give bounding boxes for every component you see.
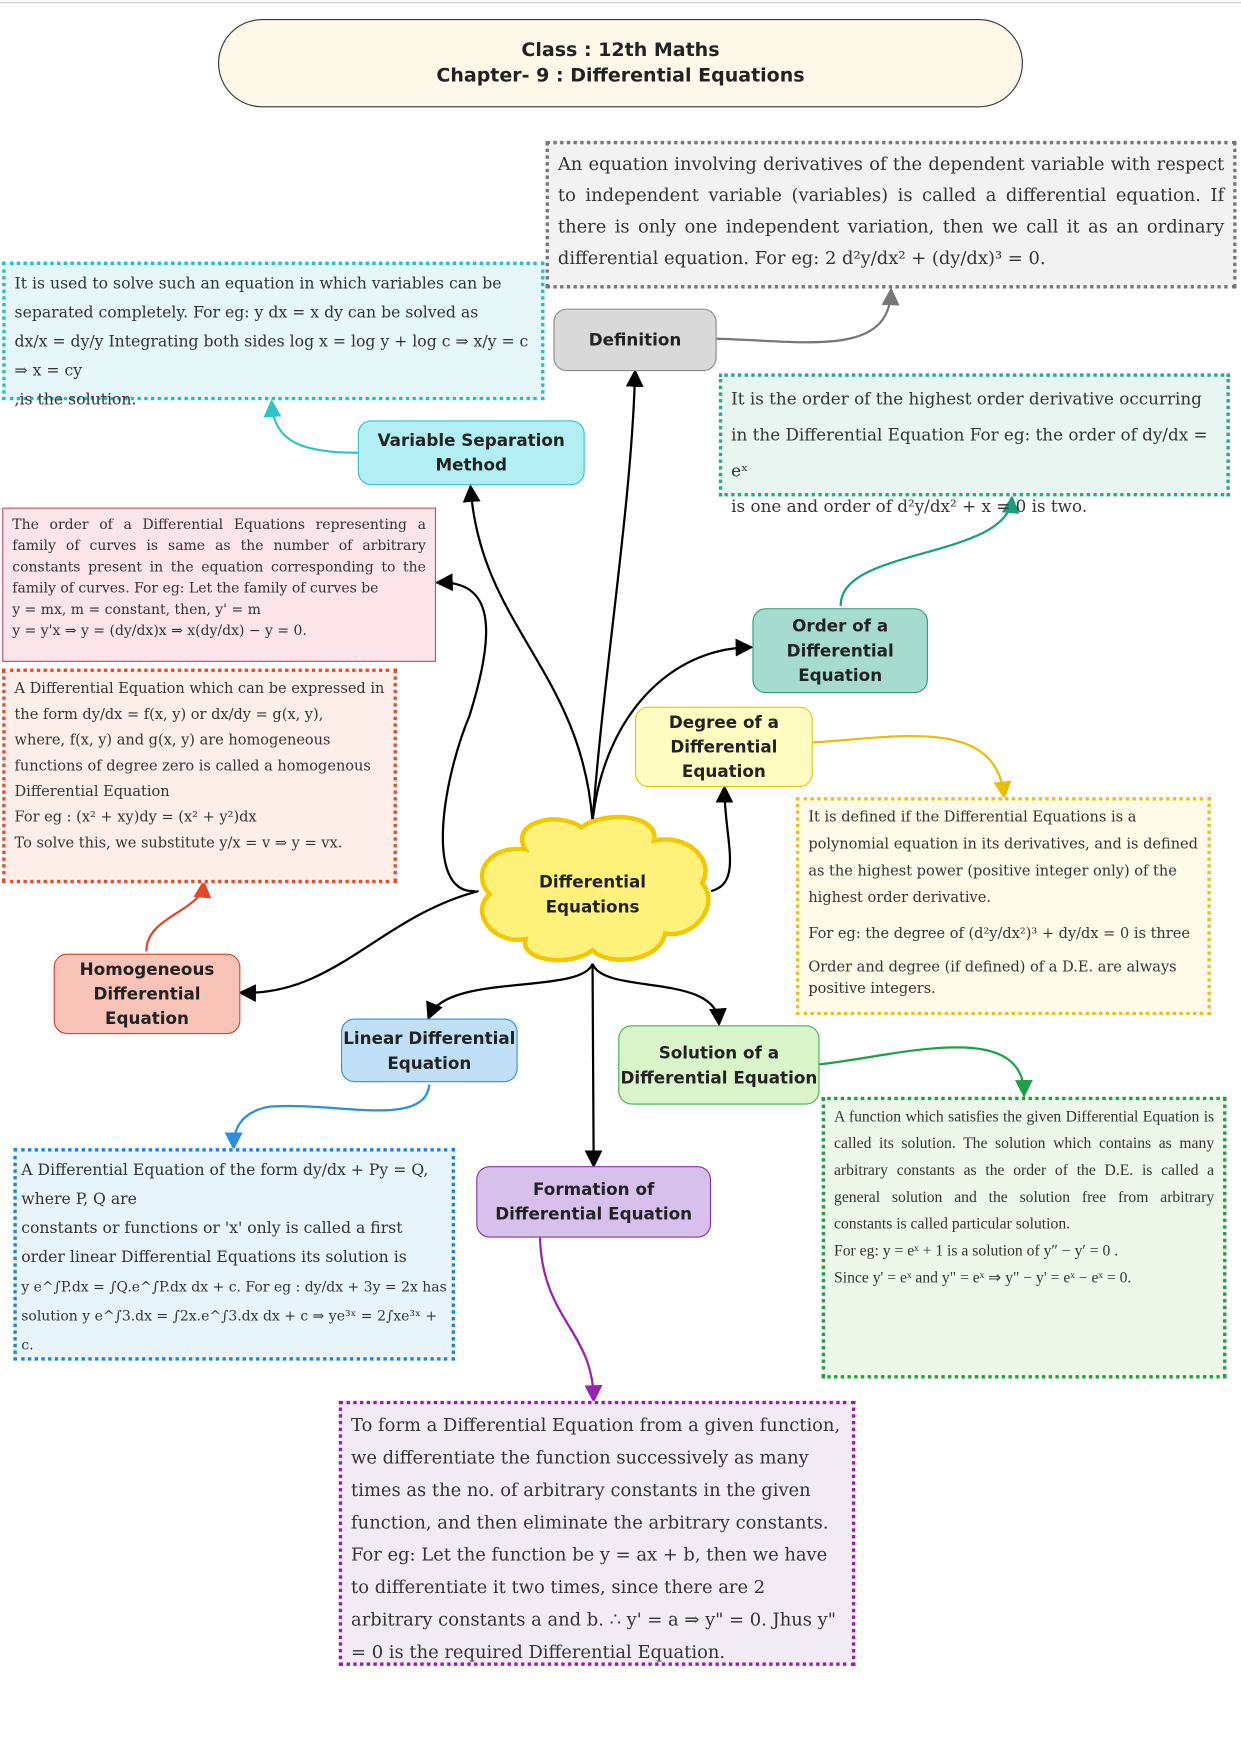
node-label: Definition (588, 329, 682, 350)
arrow-to-solution (591, 963, 727, 1027)
node-label: Order of a Differential Equation (786, 616, 894, 686)
text-line: A Differential Equation of the form dy/d… (21, 1161, 429, 1180)
text-line: It is used to solve such an equation in … (14, 275, 502, 322)
text-line: y = y'x ⇒ y = (dy/dx)x ⇒ x(dy/dx) − y = … (12, 621, 307, 639)
text-line: y = mx, m = constant, then, y' = m (12, 600, 261, 618)
arrow-linear-text (224, 1084, 431, 1151)
title-banner: Class : 12th Maths Chapter- 9 : Differen… (218, 19, 1023, 108)
text-line: The order of a Differential Equations re… (12, 515, 426, 596)
arrow-to-order (591, 638, 754, 822)
center-topic[interactable]: Differential Equations (514, 861, 671, 928)
text-line: y e^∫P.dx = ∫Q.e^∫P.dx dx + c. For eg : … (21, 1277, 447, 1295)
text-line: A Differential Equation which can be exp… (14, 680, 385, 724)
arrow-solution-text (819, 1046, 1033, 1098)
arrow-to-variable-separation (462, 484, 594, 822)
text-line: For eg: the degree of (d²y/dx²)³ + dy/dx… (808, 925, 1190, 943)
definition-text: An equation involving derivatives of the… (557, 153, 1225, 269)
node-variable-separation[interactable]: Variable Separation Method (357, 420, 585, 486)
arrow-to-homogeneous (238, 889, 479, 1003)
node-label: Solution of a Differential Equation (620, 1042, 818, 1088)
text-line: For eg: y = eˣ + 1 is a solution of y″ −… (834, 1243, 1119, 1260)
text-line: constants or functions or 'x' only is ca… (21, 1219, 407, 1267)
solution-text-box: A function which satisfies the given Dif… (821, 1096, 1227, 1379)
degree-text-box: It is defined if the Differential Equati… (796, 797, 1211, 1016)
arrow-homogeneous-text (145, 879, 212, 952)
arrow-to-definition (591, 368, 644, 822)
title-chapter: Chapter- 9 : Differential Equations (436, 64, 805, 87)
arrow-to-linear (426, 963, 594, 1021)
node-label: Variable Separation Method (377, 430, 565, 476)
arrow-variable-text (263, 399, 358, 454)
node-label: Degree of a Differential Equation (668, 712, 779, 782)
center-cloud (479, 814, 711, 963)
arrow-to-formation (584, 963, 603, 1169)
linear-text-box: A Differential Equation of the form dy/d… (13, 1148, 456, 1361)
top-divider (0, 2, 1241, 4)
text-line: Order and degree (if defined) of a D.E. … (808, 959, 1177, 998)
text-line: A function which satisfies the given Dif… (834, 1109, 1215, 1234)
text-line: ,is the solution. (14, 391, 137, 410)
text-line: For eg: Let the function be y = ax + b, … (351, 1543, 836, 1663)
formation-text-box: To form a Differential Equation from a g… (338, 1400, 856, 1666)
node-label: Linear Differential Equation (343, 1028, 516, 1073)
node-formation[interactable]: Formation of Differential Equation (476, 1166, 712, 1238)
text-line: To form a Differential Equation from a g… (351, 1414, 841, 1533)
arrow-formation-text (538, 1237, 603, 1404)
homogeneous-text-box: A Differential Equation which can be exp… (2, 668, 397, 884)
text-line: where P, Q are (21, 1190, 137, 1209)
arrow-definition-text (716, 287, 900, 344)
node-definition[interactable]: Definition (553, 308, 717, 372)
text-line: For eg : (x² + xy)dy = (x² + y²)dx (14, 809, 257, 827)
arrow-to-degree (710, 784, 734, 893)
text-line: dx/x = dy/y Integrating both sides log x… (14, 333, 529, 381)
variable-separation-text-box: It is used to solve such an equation in … (2, 261, 545, 409)
node-solution[interactable]: Solution of a Differential Equation (618, 1025, 820, 1105)
center-label: Differential Equations (539, 872, 647, 917)
node-linear[interactable]: Linear Differential Equation (340, 1018, 518, 1083)
text-line: Since y' = eˣ and y" = eˣ ⇒ y" − y' = eˣ… (834, 1270, 1132, 1287)
definition-text-box: An equation involving derivatives of the… (545, 140, 1237, 289)
text-line: is one and order of d²y/dx² + x = 0 is t… (731, 496, 1088, 517)
node-label: Formation of Differential Equation (495, 1179, 693, 1225)
node-homogeneous[interactable]: Homogeneous Differential Equation (53, 953, 241, 1035)
arrow-to-family-box (434, 573, 488, 893)
text-line: To solve this, we substitute y/x = v ⇒ y… (14, 835, 343, 852)
node-degree[interactable]: Degree of a Differential Equation (635, 706, 813, 788)
arrow-order-text (839, 495, 1020, 606)
text-line: It is defined if the Differential Equati… (808, 809, 1198, 907)
node-label: Homogeneous Differential Equation (79, 959, 215, 1029)
text-line: solution y e^∫3.dx = ∫2x.e^∫3.dx dx + c … (21, 1306, 438, 1353)
family-of-curves-text-box: The order of a Differential Equations re… (2, 507, 437, 662)
order-text-box: It is the order of the highest order der… (718, 373, 1230, 517)
arrow-degree-text (812, 734, 1012, 800)
node-order[interactable]: Order of a Differential Equation (752, 608, 928, 694)
text-line: It is the order of the highest order der… (731, 389, 1208, 481)
title-class: Class : 12th Maths (521, 38, 720, 61)
text-line: where, f(x, y) and g(x, y) are homogeneo… (14, 732, 371, 801)
